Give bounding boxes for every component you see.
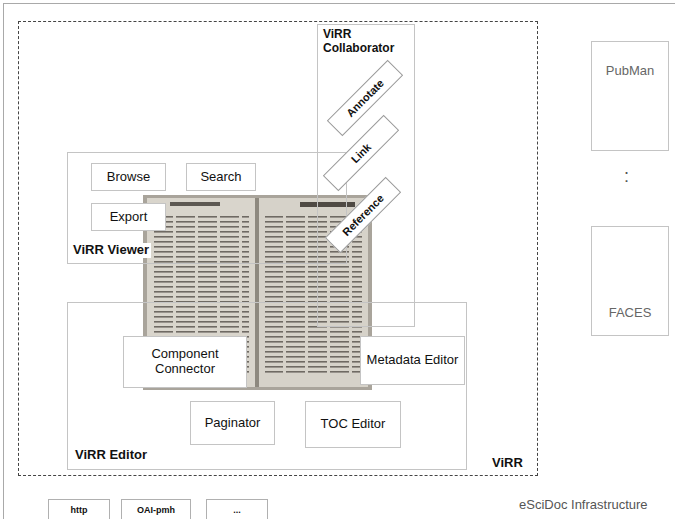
service-box: PubMan bbox=[591, 41, 669, 151]
box-label: Export bbox=[110, 210, 148, 225]
box-label: OAI-pmh bbox=[137, 505, 175, 515]
box-label: Metadata Editor bbox=[367, 353, 459, 368]
box-label: Link bbox=[349, 141, 374, 166]
box-label: Paginator bbox=[205, 416, 261, 431]
function-box: Metadata Editor bbox=[360, 336, 465, 385]
box-label: FACES bbox=[609, 306, 652, 321]
box-label: Reference bbox=[340, 192, 387, 239]
region-title: eSciDoc Infrastructure bbox=[517, 498, 650, 513]
box-label: TOC Editor bbox=[321, 417, 386, 432]
function-box: Component Connector bbox=[123, 336, 247, 388]
region-title: ViRR bbox=[490, 456, 525, 471]
region-title: ViRR Editor bbox=[73, 448, 149, 463]
component-box: ViRR Editor Component Connector Metadata E… bbox=[67, 302, 467, 470]
protocol-box: ... bbox=[206, 499, 268, 519]
box-label: Browse bbox=[107, 170, 150, 185]
box-label: ... bbox=[233, 505, 241, 515]
box-label: Annotate bbox=[344, 77, 387, 120]
function-box: Browse bbox=[91, 163, 166, 191]
function-box: TOC Editor bbox=[305, 401, 401, 448]
protocol-box: http bbox=[48, 499, 110, 519]
protocol-box: OAI-pmh bbox=[121, 499, 191, 519]
service-box: FACES bbox=[591, 226, 669, 336]
function-box: Search bbox=[186, 163, 256, 191]
box-label: Component Connector bbox=[124, 347, 246, 377]
box-label: Search bbox=[200, 170, 241, 185]
region-title: ViRR Collaborator bbox=[321, 28, 413, 56]
box-label: PubMan bbox=[606, 64, 654, 79]
function-box: Export bbox=[91, 203, 166, 231]
infrastructure-region: eSciDoc Infrastructure ViRR ViRR Collabora… bbox=[3, 3, 675, 519]
function-box: Paginator bbox=[190, 401, 275, 445]
component-box: ViRR CollaboratorAnnotateLinkReference bbox=[317, 24, 415, 327]
ellipsis-mark: : bbox=[624, 166, 629, 187]
box-label: http bbox=[71, 505, 88, 515]
scan-heading bbox=[170, 202, 220, 206]
scan-gutter bbox=[255, 198, 259, 387]
virr-region: ViRR ViRR CollaboratorAnnotateLinkReferen… bbox=[18, 21, 538, 476]
region-title: ViRR Viewer bbox=[71, 243, 151, 258]
component-box: ViRR Viewer Browse SearchExport bbox=[67, 152, 347, 264]
